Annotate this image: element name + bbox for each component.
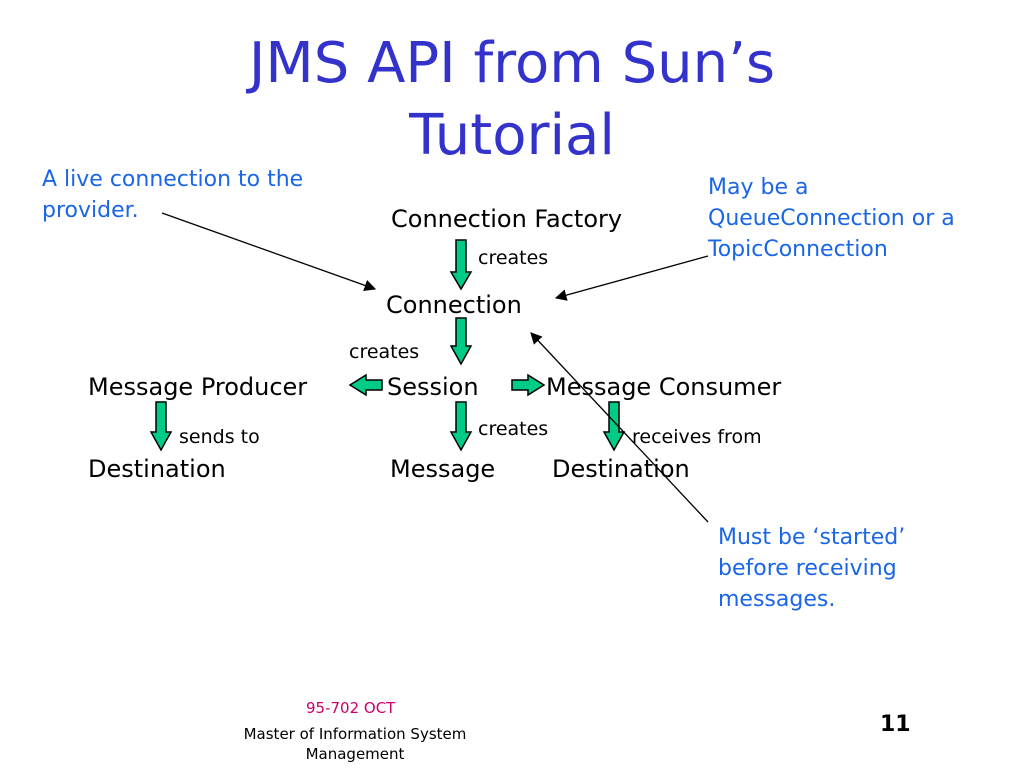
pointer-live-connection: [161, 212, 377, 291]
slide-title: JMS API from Sun’s Tutorial: [0, 28, 1024, 172]
pointer-connection-type: [554, 255, 709, 301]
node-session: Session: [387, 373, 479, 401]
footer-program-line-2: Management: [305, 745, 405, 763]
note-started-line-2: before receiving: [718, 556, 897, 581]
down-arrow-factory-to-connection: [449, 239, 473, 291]
node-connection-factory: Connection Factory: [391, 205, 623, 233]
note-live-connection-line-1: A live connection to the: [42, 167, 304, 192]
down-arrow-consumer-to-destination: [602, 401, 626, 452]
note-started-line-3: messages.: [718, 587, 836, 612]
edge-label-receives-from: receives from: [632, 426, 762, 448]
footer-course-code: 95-702 OCT: [306, 699, 396, 717]
left-arrow-session-to-producer: [348, 373, 383, 397]
note-connection-type-line-3: TopicConnection: [708, 237, 888, 262]
slide-title-line-1: JMS API from Sun’s: [248, 31, 776, 96]
node-connection: Connection: [386, 291, 522, 319]
edge-label-creates-message: creates: [478, 418, 549, 440]
node-message-producer: Message Producer: [88, 373, 308, 401]
node-message-consumer: Message Consumer: [546, 373, 782, 401]
note-connection-type-line-2: QueueConnection or a: [708, 206, 955, 231]
note-live-connection: A live connection to the provider.: [42, 164, 303, 226]
note-connection-type: May be a QueueConnection or a TopicConne…: [708, 172, 955, 265]
page-number: 11: [880, 712, 911, 737]
note-started-line-1: Must be ‘started’: [718, 525, 906, 550]
note-started: Must be ‘started’ before receiving messa…: [718, 522, 905, 615]
down-arrow-connection-to-session: [449, 317, 473, 366]
node-destination-left: Destination: [88, 455, 226, 483]
edge-label-creates-connection: creates: [478, 247, 549, 269]
note-connection-type-line-1: May be a: [708, 175, 809, 200]
footer-program-line-1: Master of Information System: [243, 725, 467, 743]
edge-label-sends-to: sends to: [179, 426, 260, 448]
right-arrow-session-to-consumer: [511, 373, 546, 397]
pointer-started: [530, 332, 709, 523]
node-message: Message: [390, 455, 496, 483]
down-arrow-producer-to-destination: [149, 401, 173, 452]
slide-title-line-2: Tutorial: [409, 103, 615, 168]
edge-label-creates-session: creates: [349, 341, 420, 363]
footer-program: Master of Information System Management: [200, 724, 510, 764]
note-live-connection-line-2: provider.: [42, 198, 139, 223]
down-arrow-session-to-message: [449, 401, 473, 452]
